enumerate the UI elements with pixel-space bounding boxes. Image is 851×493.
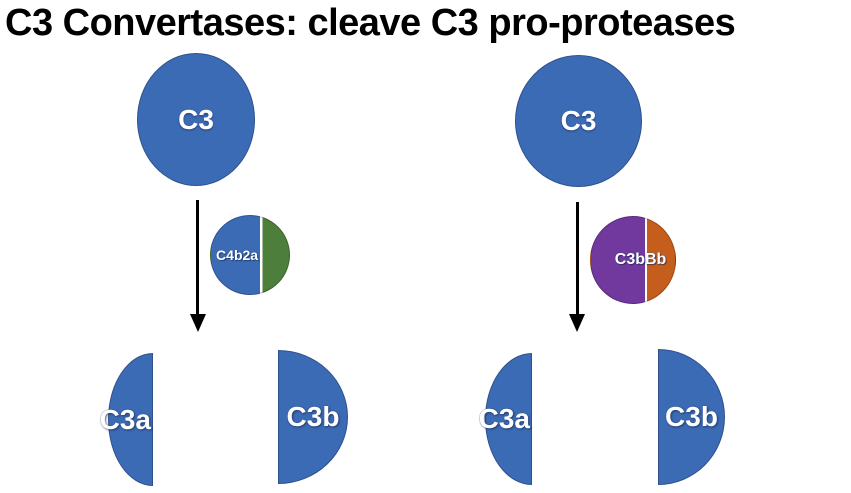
product-c3a-label-left: C3a (99, 403, 151, 435)
down-arrow-head-right-icon (569, 314, 585, 332)
product-c3a-label-right: C3a (478, 403, 530, 434)
product-c3b-left: C3b (278, 350, 348, 484)
c3-substrate-circle-left: C3 (137, 53, 255, 186)
product-c3b-label-left: C3b (286, 401, 340, 432)
c3-substrate-label-left: C3 (178, 103, 214, 135)
down-arrow-left (196, 200, 199, 316)
down-arrow-right (576, 202, 579, 316)
convertase-c4b2a-circle: C4b2a (210, 215, 290, 295)
product-c3a-left: C3a (100, 353, 153, 486)
convertase-c3bbb-circle: C3bBb (590, 216, 676, 304)
product-c3b-right: C3b (658, 349, 725, 485)
c3-substrate-label-right: C3 (560, 105, 597, 136)
down-arrow-head-left-icon (190, 314, 206, 332)
product-c3b-label-right: C3b (665, 401, 718, 432)
convertase-c4b2a-label: C4b2a (216, 247, 259, 263)
c3-substrate-circle-right: C3 (515, 55, 642, 187)
product-c3a-right: C3a (479, 353, 532, 485)
diagram-title: C3 Convertases: cleave C3 pro-proteases (5, 2, 736, 44)
convertase-c3bbb-label: C3bBb (614, 251, 667, 268)
